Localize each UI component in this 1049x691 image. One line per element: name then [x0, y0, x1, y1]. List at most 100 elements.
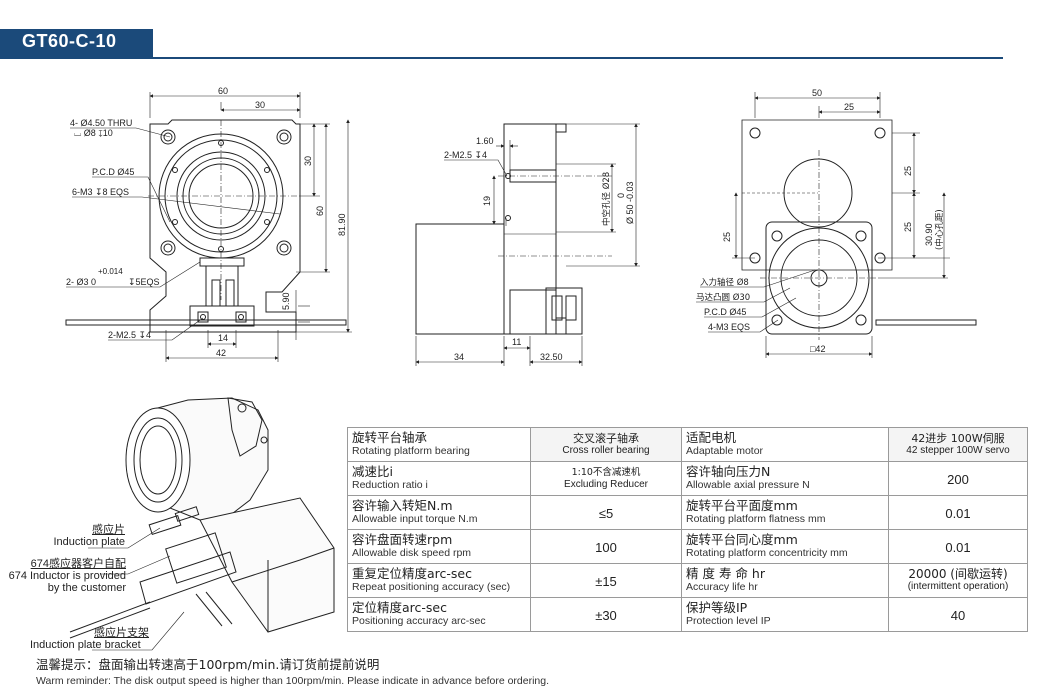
dimension-label: 6-M3 ↧8 EQS	[72, 187, 129, 197]
header-rule	[153, 57, 1003, 59]
dimension-label: 中空孔径 Ø28	[601, 172, 612, 226]
header-bar	[0, 29, 153, 59]
spec-text: 容许盘面转速rpm	[352, 532, 453, 547]
inductor-zh: 674感应器客户自配	[30, 558, 126, 570]
dimension-label: 25	[903, 222, 913, 232]
spec-text: 定位精度arc-sec	[352, 600, 447, 615]
dimension-label: 50	[812, 88, 822, 98]
rear-view-dims: 50 25 25 25 25 30.90 (中心孔距) 入力轴径 Ø8 马达凸圆…	[696, 88, 945, 354]
spec-text: 42进步 100W伺服	[911, 432, 1005, 445]
spec-value: 200	[888, 461, 1028, 496]
spec-text: Excluding Reducer	[564, 479, 648, 490]
dimension-label: 1.60	[476, 136, 494, 146]
dimension-label: 34	[454, 352, 464, 362]
spec-value: ±30	[530, 597, 682, 632]
spec-value: ≤5	[530, 495, 682, 530]
dimension-label: 0	[616, 193, 626, 198]
dimension-label: 60	[315, 206, 325, 216]
model-title: GT60-C-10	[22, 31, 117, 51]
spec-text: Accuracy life hr	[686, 581, 758, 593]
spec-text: (intermittent operation)	[907, 581, 1009, 592]
spec-text: Positioning accuracy arc-sec	[352, 615, 486, 627]
dimension-label: 42	[216, 348, 226, 358]
dimension-label: Ø 50 -0.03	[625, 181, 635, 224]
spec-text: 200	[947, 472, 969, 487]
dimension-label: 5.90	[281, 292, 291, 310]
dimension-label: 30	[255, 100, 265, 110]
side-view-dims: 1.60 2-M2.5 ↧4 19 中空孔径 Ø28 0 Ø 50 -0.03 …	[444, 136, 635, 362]
dimension-label: 25	[844, 102, 854, 112]
dimension-label: 2-M2.5 ↧4	[108, 330, 151, 340]
dimension-label: 81.90	[337, 213, 347, 236]
dimension-label: □42	[810, 344, 825, 354]
dimension-label: ⌴ Ø8 ↧10	[74, 128, 113, 138]
bracket-zh: 感应片支架	[94, 627, 149, 639]
warm-reminder-zh: 温馨提示：盘面输出转速高于100rpm/min.请订货前提前说明	[36, 657, 380, 672]
spec-text: 旋转平台轴承	[352, 430, 428, 445]
spec-text: 0.01	[945, 506, 971, 521]
dimension-label: 19	[482, 196, 492, 206]
dimension-label: 2- Ø3 0	[66, 277, 96, 287]
spec-text: 旋转平台同心度mm	[686, 532, 798, 547]
warm-reminder-en: Warm reminder: The disk output speed is …	[36, 675, 550, 687]
dimension-label: 11	[512, 337, 521, 347]
spec-text: 40	[950, 608, 966, 623]
spec-text: Protection level IP	[686, 615, 771, 627]
spec-text: ±15	[595, 574, 617, 589]
spec-text: Repeat positioning accuracy (sec)	[352, 581, 511, 593]
spec-value: 40	[888, 597, 1028, 632]
spec-text: 42 stepper 100W servo	[906, 445, 1010, 456]
spec-text: 20000 (间歇运转)	[908, 567, 1008, 581]
dimension-label: 25	[722, 232, 732, 242]
spec-text: 容许轴向压力N	[686, 464, 771, 479]
front-view-dims: 60 30 30 60 81.90 5.90 14 42 4- Ø4.50 TH…	[66, 86, 347, 358]
spec-value: 0.01	[888, 495, 1028, 530]
induction-plate-zh: 感应片	[92, 524, 125, 536]
spec-text: Rotating platform concentricity mm	[686, 547, 848, 559]
spec-value: 20000 (间歇运转)(intermittent operation)	[888, 563, 1028, 598]
dimension-label: 4- Ø4.50 THRU	[70, 118, 132, 128]
front-view	[65, 92, 352, 362]
side-view	[415, 123, 640, 366]
spec-text: 保护等级IP	[686, 600, 748, 615]
dimension-label: 4-M3 EQS	[708, 322, 750, 332]
dimension-label: ↧5EQS	[128, 277, 160, 287]
dimension-label: 马达凸圆 Ø30	[696, 292, 750, 303]
inductor-en-2: by the customer	[47, 582, 126, 594]
spec-text: 精 度 寿 命 hr	[686, 566, 765, 581]
spec-text: Allowable axial pressure N	[686, 479, 810, 491]
dimension-label: 入力轴径 Ø8	[700, 277, 749, 288]
spec-text: Rotating platform bearing	[352, 445, 470, 457]
induction-plate-en: Induction plate	[53, 536, 125, 548]
spec-text: ≤5	[598, 506, 614, 521]
spec-text: Rotating platform flatness mm	[686, 513, 826, 525]
dimension-label: P.C.D Ø45	[92, 167, 134, 177]
dimension-label: 25	[903, 166, 913, 176]
spec-text: Reduction ratio i	[352, 479, 428, 491]
spec-text: 适配电机	[686, 430, 737, 445]
spec-text: 旋转平台平面度mm	[686, 498, 798, 513]
spec-text: Cross roller bearing	[562, 445, 650, 456]
dimension-label: 30	[303, 156, 313, 166]
dimension-label: +0.014	[98, 267, 123, 276]
inductor-callout: 674感应器客户自配 674 Inductor is provided by t…	[0, 558, 126, 594]
spec-text: Allowable input torque N.m	[352, 513, 478, 525]
